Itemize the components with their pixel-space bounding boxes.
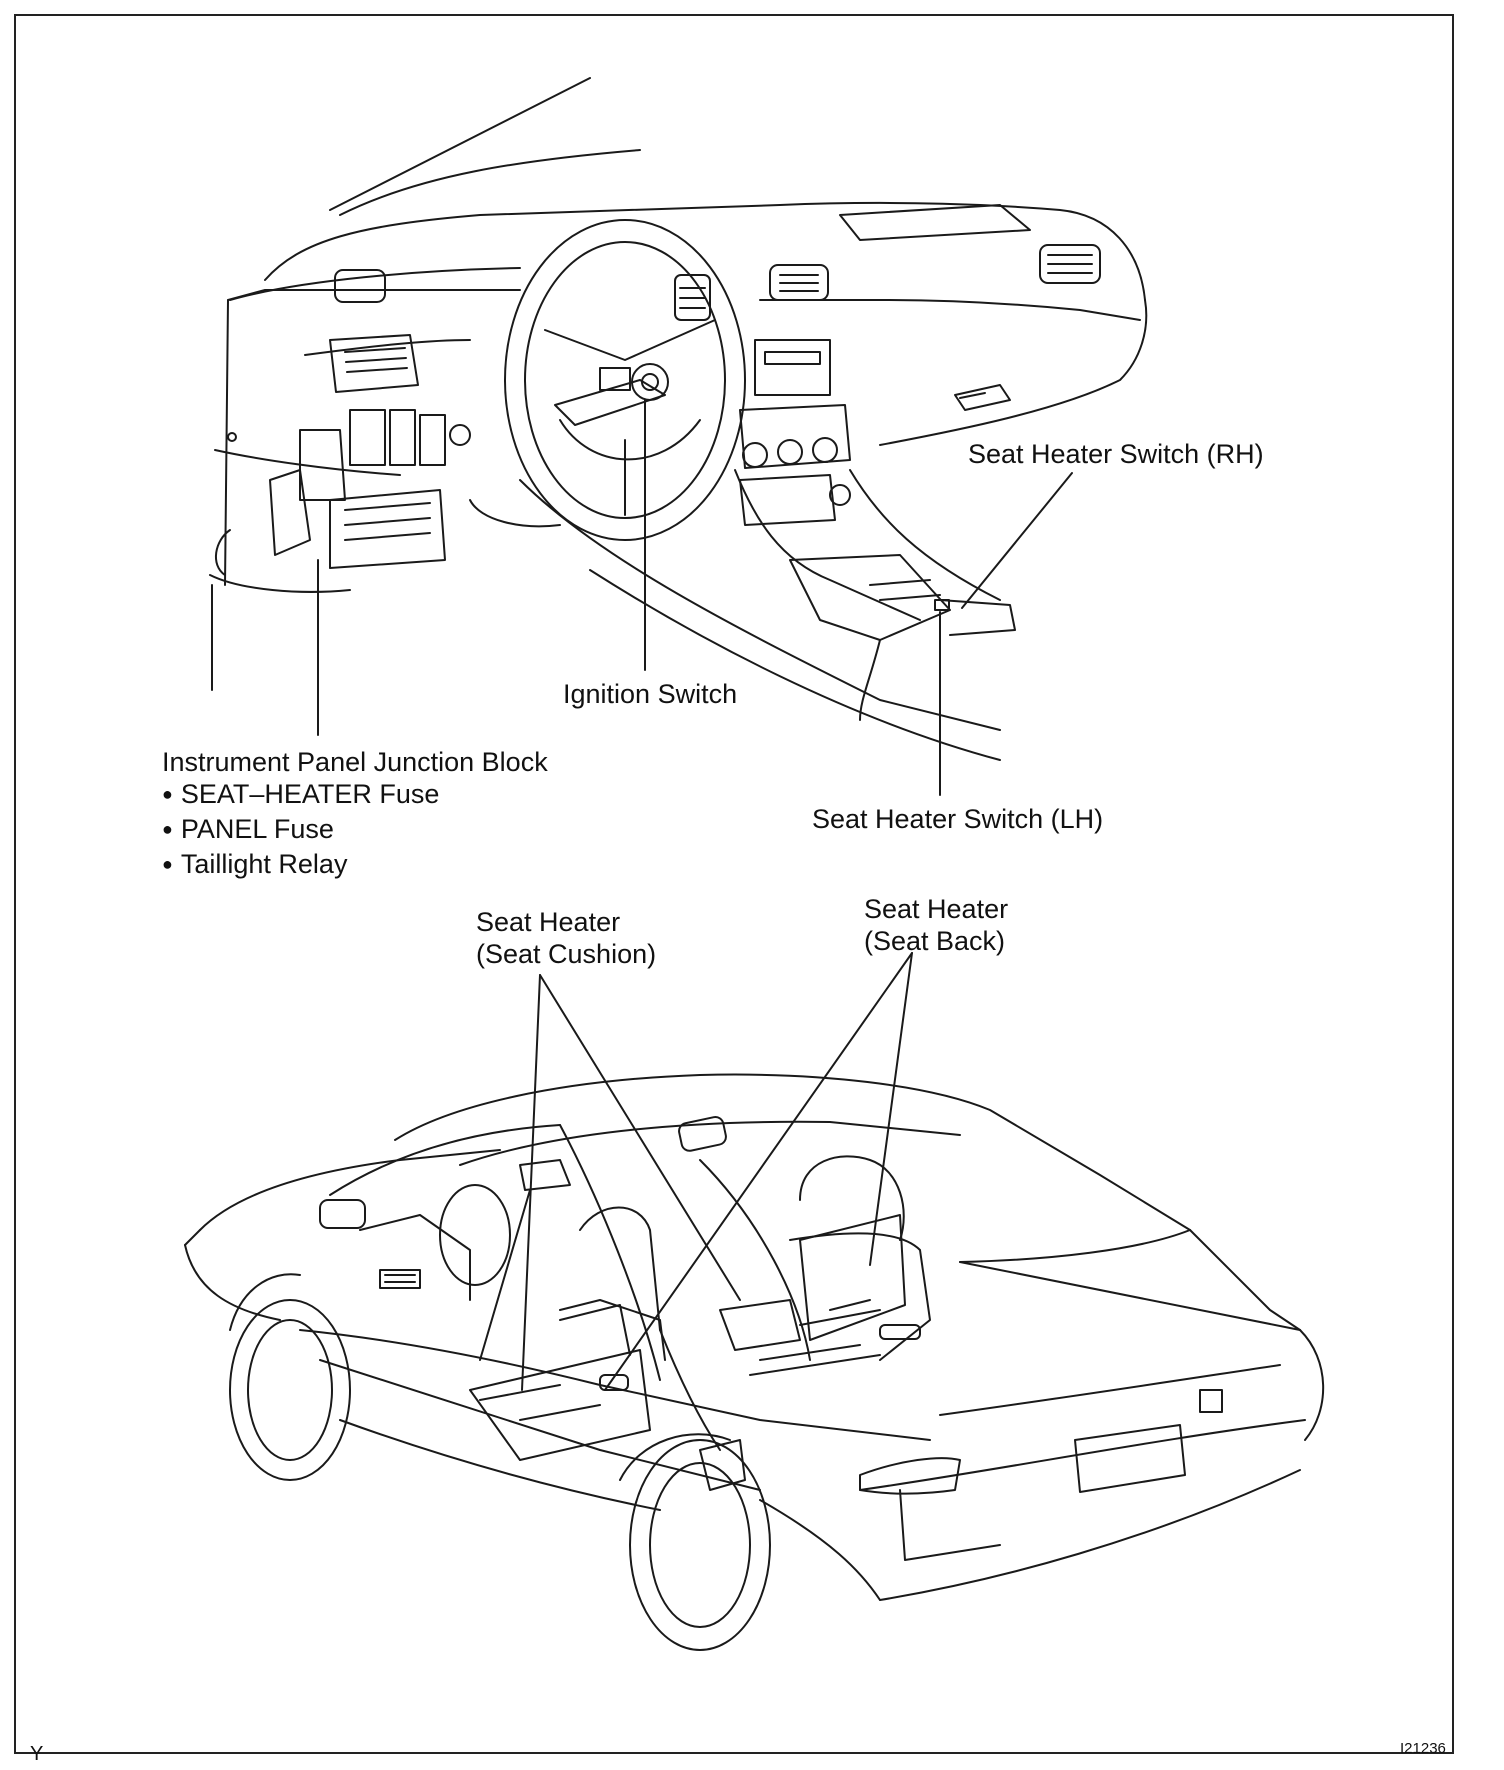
rh-switch-label: Seat Heater Switch (RH)	[968, 439, 1264, 469]
ignition-switch-label: Ignition Switch	[563, 679, 738, 709]
junction-block-title: Instrument Panel Junction Block	[162, 747, 548, 777]
seat-cushion-label-line2: (Seat Cushion)	[476, 939, 657, 969]
seat-back-label: Seat Heater (Seat Back)	[864, 893, 1008, 957]
rh-switch-leader	[961, 472, 1073, 609]
seat-heater-fuse-item: SEAT–HEATER Fuse	[162, 778, 548, 813]
back-leader-2	[869, 952, 913, 1266]
back-leader-1	[604, 952, 913, 1391]
taillight-relay-item: Taillight Relay	[162, 848, 548, 883]
panel-fuse-item: PANEL Fuse	[162, 813, 548, 848]
corner-letter: Y	[30, 1743, 44, 1765]
junction-block-label: Instrument Panel Junction Block SEAT–HEA…	[162, 746, 548, 883]
seat-cushion-label: Seat Heater (Seat Cushion)	[476, 906, 656, 970]
diagram-frame	[14, 14, 1454, 1754]
car-illustration	[184, 952, 1325, 1651]
dashboard-illustration	[209, 77, 1148, 796]
seat-back-label-line1: Seat Heater	[864, 894, 1009, 924]
figure-code: I21236	[1400, 1740, 1446, 1757]
seat-back-label-line2: (Seat Back)	[864, 926, 1006, 956]
cushion-leader-1	[521, 974, 541, 1391]
lh-switch-label: Seat Heater Switch (LH)	[812, 804, 1104, 834]
seat-cushion-label-line1: Seat Heater	[476, 907, 621, 937]
